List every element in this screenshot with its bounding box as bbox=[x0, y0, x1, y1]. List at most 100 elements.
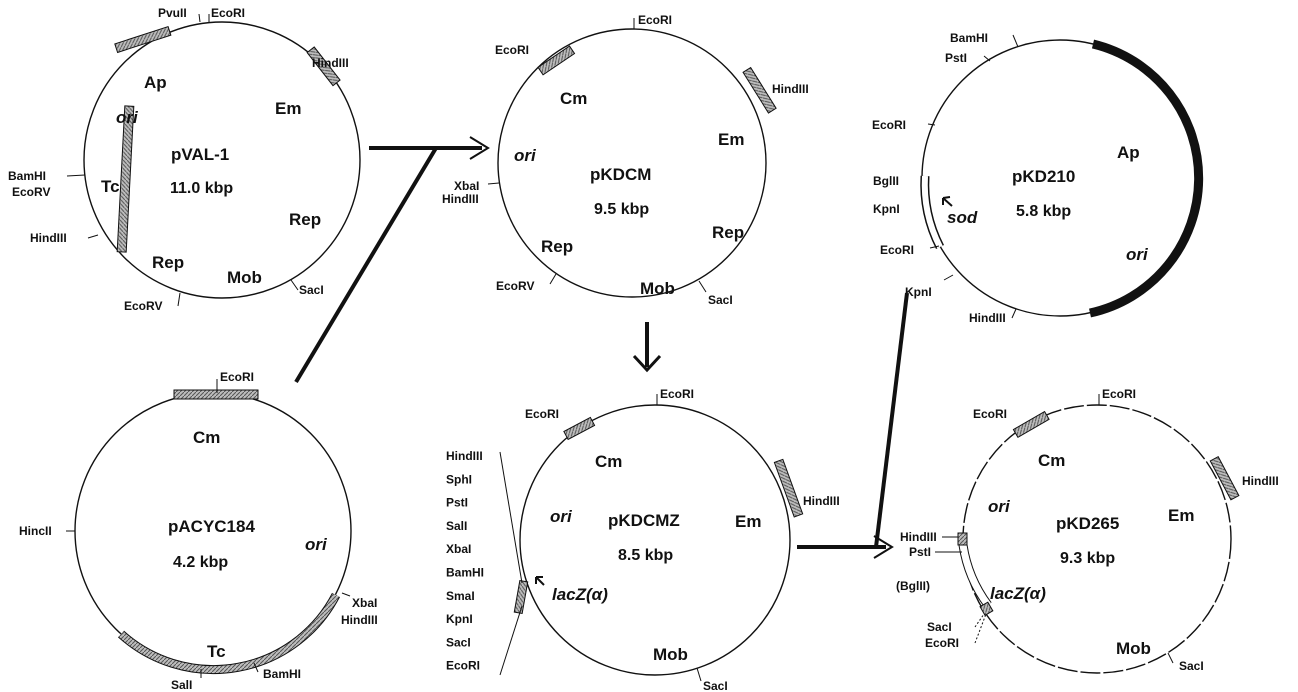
pacyc184-site-hincii: HincII bbox=[19, 524, 52, 538]
pkdcmz-gene-cm: Cm bbox=[595, 452, 622, 471]
pval1-segment-ap bbox=[114, 25, 172, 54]
pkdcmz-site-saci: SacI bbox=[703, 679, 728, 692]
plasmid-pkdcmz: EcoRI EcoRI HindIII SacI HindIIISphIPstI… bbox=[446, 387, 840, 692]
pkd210-site-kpni-lower: KpnI bbox=[905, 285, 932, 299]
pval1-site-bamhi: BamHI bbox=[8, 169, 46, 183]
pkd265-ring bbox=[962, 404, 1232, 674]
pval1-site-hindiii-left: HindIII bbox=[30, 231, 67, 245]
pkd265-name: pKD265 bbox=[1056, 514, 1119, 533]
pkd210-gene-ori: ori bbox=[1126, 245, 1149, 264]
arrow-pkdcmz-to-pkd265-head-icon bbox=[873, 535, 894, 559]
pkdcmz-mcs-bracket-top bbox=[499, 451, 523, 584]
pkd265-site-saci-bottom: SacI bbox=[1179, 659, 1204, 673]
pkd265-gene-lacz: lacZ(α) bbox=[990, 584, 1046, 603]
pkdcm-gene-rep-right: Rep bbox=[712, 223, 744, 242]
pkd265-site-ecori-top: EcoRI bbox=[1102, 387, 1136, 401]
pacyc184-site-sali: SalI bbox=[171, 678, 192, 692]
pkd210-site-bamhi: BamHI bbox=[950, 31, 988, 45]
pkd210-size: 5.8 kbp bbox=[1016, 203, 1071, 220]
pkdcm-gene-rep-left: Rep bbox=[541, 237, 573, 256]
pval1-gene-ori: ori bbox=[116, 108, 139, 127]
pkdcm-gene-ori: ori bbox=[514, 146, 537, 165]
construction-arrows bbox=[294, 136, 909, 559]
pkd210-gene-ap: Ap bbox=[1117, 143, 1140, 162]
plasmid-pval1: Ap Em ori pVAL-1 11.0 kbp Tc Rep Rep Mob… bbox=[8, 6, 361, 313]
pkd210-sod-arrow-icon bbox=[942, 196, 953, 207]
pkdcmz-mcs-site: PstI bbox=[446, 496, 468, 510]
pkd210-site-hindiii: HindIII bbox=[969, 311, 1006, 325]
arrow-pkdcm-to-pkdcmz-head-icon bbox=[632, 354, 662, 373]
pkdcmz-mcs-bracket-bottom bbox=[499, 605, 523, 676]
pkdcmz-mcs-site: XbaI bbox=[446, 542, 471, 556]
pkdcmz-mcs-site: KpnI bbox=[446, 612, 473, 626]
pval1-site-hindiii-top: HindIII bbox=[312, 56, 349, 70]
pval1-gene-em: Em bbox=[275, 99, 301, 118]
pkd265-site-ecori-left: EcoRI bbox=[973, 407, 1007, 421]
plasmid-pkdcm: EcoRI EcoRI HindIII XbaI HindIII EcoRV S… bbox=[442, 13, 809, 307]
pkd210-site-kpni-upper: KpnI bbox=[873, 202, 900, 216]
pkd265-site-saci-left: SacI bbox=[927, 620, 952, 634]
pkd210-gene-sod: sod bbox=[947, 208, 978, 227]
pval1-segment-tc bbox=[116, 105, 135, 253]
pkd265-site-bglii: (BglII) bbox=[896, 579, 930, 593]
pacyc184-name: pACYC184 bbox=[168, 517, 255, 536]
arrow-pacyc184-join bbox=[294, 146, 438, 384]
pkdcm-site-ecorv: EcoRV bbox=[496, 279, 534, 293]
pkdcmz-mcs-site: EcoRI bbox=[446, 659, 480, 673]
pkdcmz-ring bbox=[519, 404, 791, 676]
pkdcm-site-xbai: XbaI bbox=[454, 179, 479, 193]
pkd265-gene-em: Em bbox=[1168, 506, 1194, 525]
pkdcmz-lacz-arrow-icon bbox=[535, 576, 545, 586]
pkdcmz-mcs-site: SacI bbox=[446, 635, 471, 649]
pval1-name: pVAL-1 bbox=[171, 145, 229, 164]
pkdcm-segment-cm bbox=[537, 45, 576, 76]
pacyc184-site-hindiii: HindIII bbox=[341, 613, 378, 627]
pkd265-gene-ori: ori bbox=[988, 497, 1011, 516]
pval1-site-saci: SacI bbox=[299, 283, 324, 297]
pkdcmz-gene-mob: Mob bbox=[653, 645, 688, 664]
pkdcm-site-hindiii-left: HindIII bbox=[442, 192, 479, 206]
pkdcm-gene-em: Em bbox=[718, 130, 744, 149]
pacyc184-site-bamhi: BamHI bbox=[263, 667, 301, 681]
pkdcm-segment-em bbox=[742, 66, 777, 114]
pkd265-site-hindiii-left: HindIII bbox=[900, 530, 937, 544]
pacyc184-site-xbai: XbaI bbox=[352, 596, 377, 610]
pkdcmz-segment-cm bbox=[563, 416, 596, 441]
pkdcm-site-ecori-left: EcoRI bbox=[495, 43, 529, 57]
arrow-pkd210-join bbox=[874, 292, 909, 548]
pkd265-segment-cm bbox=[1012, 410, 1050, 439]
pval1-gene-mob: Mob bbox=[227, 268, 262, 287]
pkd265-gene-cm: Cm bbox=[1038, 451, 1065, 470]
pacyc184-gene-tc: Tc bbox=[207, 642, 226, 661]
pkd265-site-hindiii-right: HindIII bbox=[1242, 474, 1279, 488]
pval1-size: 11.0 kbp bbox=[170, 180, 233, 197]
pacyc184-segment-cm bbox=[173, 389, 259, 400]
pkd210-site-ecori-lower: EcoRI bbox=[880, 243, 914, 257]
pkd265-gene-mob: Mob bbox=[1116, 639, 1151, 658]
arrow-pval1-to-pkdcm-head-icon bbox=[469, 136, 490, 160]
pkdcmz-gene-lacz: lacZ(α) bbox=[552, 585, 608, 604]
pkdcm-gene-cm: Cm bbox=[560, 89, 587, 108]
pkd210-site-psti: PstI bbox=[945, 51, 967, 65]
pkdcmz-site-hindiii-right: HindIII bbox=[803, 494, 840, 508]
pkdcm-site-ecori-top: EcoRI bbox=[638, 13, 672, 27]
pval1-site-ecorv-left: EcoRV bbox=[12, 185, 50, 199]
pkdcmz-mcs-list: HindIIISphIPstISalIXbaIBamHISmaIKpnISacI… bbox=[446, 449, 484, 673]
pkdcmz-name: pKDCMZ bbox=[608, 511, 680, 530]
pacyc184-size: 4.2 kbp bbox=[173, 554, 228, 571]
pacyc184-gene-cm: Cm bbox=[193, 428, 220, 447]
pkd265-size: 9.3 kbp bbox=[1060, 550, 1115, 567]
plasmid-pkd210: BamHI PstI EcoRI BglII KpnI EcoRI KpnI H… bbox=[872, 31, 1204, 325]
pkd265-segment-em bbox=[1209, 456, 1240, 501]
pkdcmz-mcs-site: HindIII bbox=[446, 449, 483, 463]
pval1-site-pvuii: PvuII bbox=[158, 6, 187, 20]
plasmid-pkd265: EcoRI EcoRI HindIII HindIII PstI (BglII)… bbox=[896, 387, 1279, 674]
pval1-ring bbox=[83, 21, 361, 299]
pkdcmz-site-ecori-top: EcoRI bbox=[660, 387, 694, 401]
pval1-gene-tc: Tc bbox=[101, 177, 120, 196]
pkdcmz-site-ecori-left: EcoRI bbox=[525, 407, 559, 421]
pkdcm-gene-mob: Mob bbox=[640, 279, 675, 298]
pval1-site-ecori: EcoRI bbox=[211, 6, 245, 20]
pkdcmz-mcs-site: SmaI bbox=[446, 589, 475, 603]
